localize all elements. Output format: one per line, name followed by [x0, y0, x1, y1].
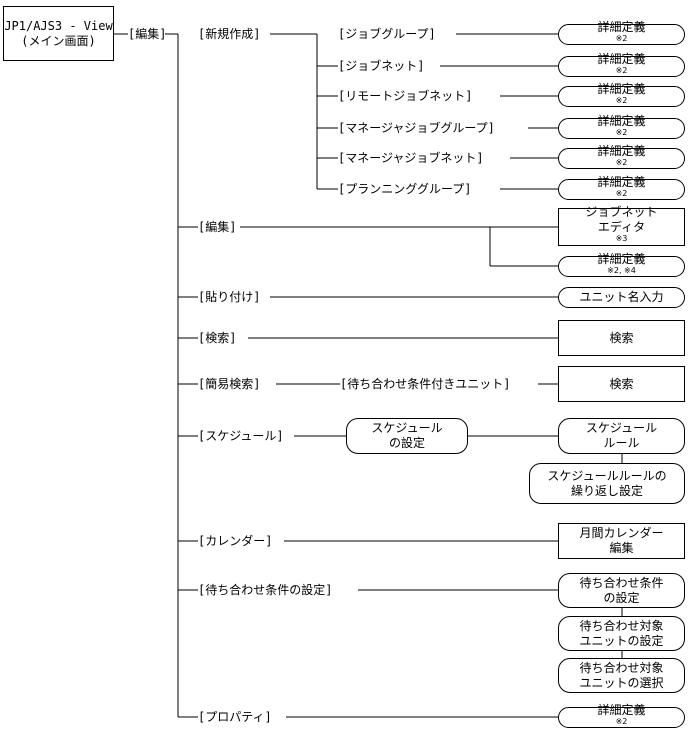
node-calendar: [カレンダー]: [198, 534, 273, 548]
node-simple-search: [簡易検索]: [198, 377, 261, 391]
wait-target-setting-box: 待ち合わせ対象 ユニットの設定: [558, 616, 685, 651]
detail-definition-pill: 詳細定義※2: [558, 52, 685, 77]
detail-definition-pill: 詳細定義※2: [558, 144, 685, 169]
root-box-main-screen: JP1/AJS3 - View (メイン画面): [3, 6, 114, 61]
detail-definition-pill: 詳細定義※2, ※4: [558, 252, 685, 277]
unit-name-input-pill: ユニット名入力: [558, 287, 685, 308]
node-property: [プロパティ]: [198, 710, 272, 724]
detail-definition-pill: 詳細定義※2: [558, 114, 685, 139]
wait-target-select-box: 待ち合わせ対象 ユニットの選択: [558, 658, 685, 693]
new-item-manager-job-group: [マネージャジョブグループ]: [338, 121, 495, 135]
new-item-manager-jobnet: [マネージャジョブネット]: [338, 151, 484, 165]
jobnet-editor-box: ジョブネット エディタ※3: [558, 205, 685, 246]
new-item-jobnet: [ジョブネット]: [338, 59, 425, 73]
detail-definition-pill: 詳細定義※2: [558, 175, 685, 200]
detail-definition-pill: 詳細定義※2: [558, 20, 685, 45]
menu-edit: [編集]: [128, 27, 167, 41]
root-title: JP1/AJS3 - View: [4, 18, 113, 33]
new-item-planning-group: [プランニンググループ]: [338, 182, 472, 196]
node-search: [検索]: [198, 331, 237, 345]
new-item-job-group: [ジョブグループ]: [338, 27, 436, 41]
detail-definition-pill: 詳細定義※2: [558, 703, 685, 728]
wait-condition-setting-box: 待ち合わせ条件 の設定: [558, 573, 685, 608]
detail-definition-pill: 詳細定義※2: [558, 82, 685, 107]
wait-unit-label: [待ち合わせ条件付きユニット]: [340, 377, 511, 391]
simple-search-box: 検索: [558, 366, 685, 402]
monthly-calendar-box: 月間カレンダー 編集: [558, 523, 685, 559]
schedule-rule-box: スケジュール ルール: [558, 418, 685, 454]
schedule-setting-box: スケジュール の設定: [346, 418, 468, 454]
node-wait-setting: [待ち合わせ条件の設定]: [198, 583, 333, 597]
node-edit: [編集]: [198, 220, 237, 234]
search-box: 検索: [558, 320, 685, 356]
new-item-remote-jobnet: [リモートジョブネット]: [338, 89, 473, 103]
node-schedule: [スケジュール]: [198, 429, 284, 443]
schedule-rule-repeat-box: スケジュールルールの 繰り返し設定: [529, 463, 685, 504]
root-subtitle: (メイン画面): [21, 33, 96, 48]
node-new: [新規作成]: [198, 27, 261, 41]
node-paste: [貼り付け]: [198, 290, 261, 304]
